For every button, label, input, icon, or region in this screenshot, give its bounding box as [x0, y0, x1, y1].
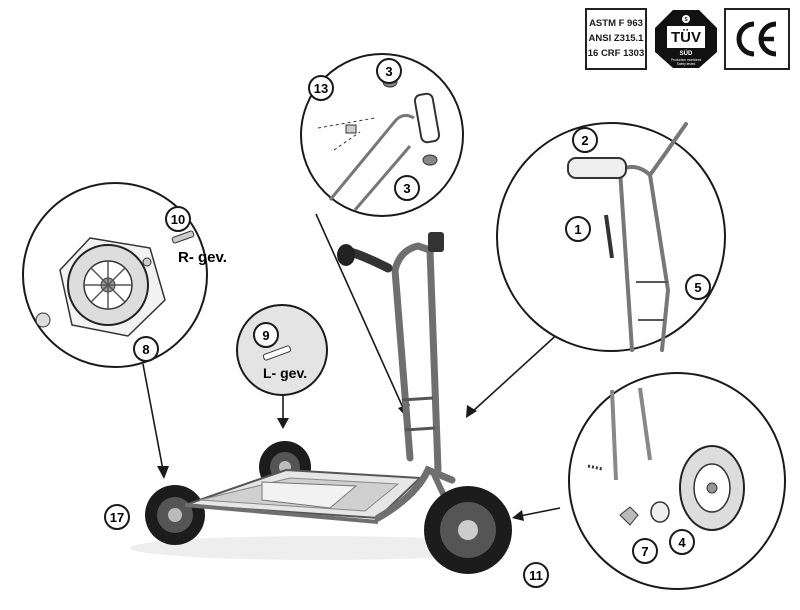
ce-mark-badge — [724, 8, 790, 70]
svg-text:11: 11 — [529, 568, 543, 583]
scooter — [130, 232, 512, 574]
standard-line-2: ANSI Z315.1 — [588, 33, 644, 44]
left-thread-label: L- gev. — [263, 365, 307, 381]
svg-text:7: 7 — [641, 544, 648, 559]
inset-front-hub — [568, 372, 786, 590]
inset-handlebar — [496, 122, 726, 352]
tuv-sud-logo: S TÜV SÜD Production monitored Safety te… — [655, 10, 717, 68]
callout-8: 8 — [133, 336, 159, 362]
callout-10: 10 — [165, 206, 191, 232]
leader-lines — [142, 213, 563, 517]
svg-text:1: 1 — [574, 222, 581, 237]
ce-mark-icon — [736, 21, 777, 57]
svg-text:2: 2 — [581, 133, 588, 148]
callout-9: 9 — [253, 322, 279, 348]
svg-text:3: 3 — [403, 181, 410, 196]
callout-7: 7 — [632, 538, 658, 564]
tuv-sub-text: SÜD — [680, 50, 693, 57]
callout-13: 13 — [308, 75, 334, 101]
svg-text:17: 17 — [110, 510, 124, 525]
handlebar — [337, 232, 444, 273]
right-thread-label: R- gev. — [178, 249, 227, 266]
callout-2: 2 — [572, 127, 598, 153]
svg-text:S: S — [684, 17, 688, 23]
callout-17: 17 — [104, 504, 130, 530]
frame — [374, 242, 456, 522]
callout-4: 4 — [669, 529, 695, 555]
inset-left-thread — [236, 304, 328, 396]
svg-text:9: 9 — [262, 328, 269, 343]
callout-11: 11 — [523, 562, 549, 588]
callout-5: 5 — [685, 274, 711, 300]
inset-rear-wheel-right — [22, 182, 208, 368]
svg-text:5: 5 — [694, 280, 701, 295]
tuv-fine-text: Production monitored — [671, 58, 702, 62]
inset-handle-nuts — [300, 53, 464, 217]
svg-text:8: 8 — [142, 342, 149, 357]
svg-text:4: 4 — [678, 535, 686, 550]
standard-line-1: ASTM F 963 — [589, 18, 643, 29]
callout-3-top: 3 — [376, 58, 402, 84]
standards-badge: ASTM F 963 ANSI Z315.1 16 CRF 1303 — [585, 8, 647, 70]
callout-3-bottom: 3 — [394, 175, 420, 201]
rear-left-wheel — [145, 485, 205, 545]
front-wheel — [424, 486, 512, 574]
frame-crossbars — [401, 396, 436, 432]
svg-text:13: 13 — [314, 81, 328, 96]
tuv-mark-text: TÜV — [671, 29, 701, 46]
standard-line-3: 16 CRF 1303 — [587, 48, 645, 59]
callout-1: 1 — [565, 216, 591, 242]
svg-text:10: 10 — [171, 212, 185, 227]
tuv-fine-text-2: Safety tested — [677, 62, 696, 66]
svg-text:3: 3 — [385, 64, 392, 79]
